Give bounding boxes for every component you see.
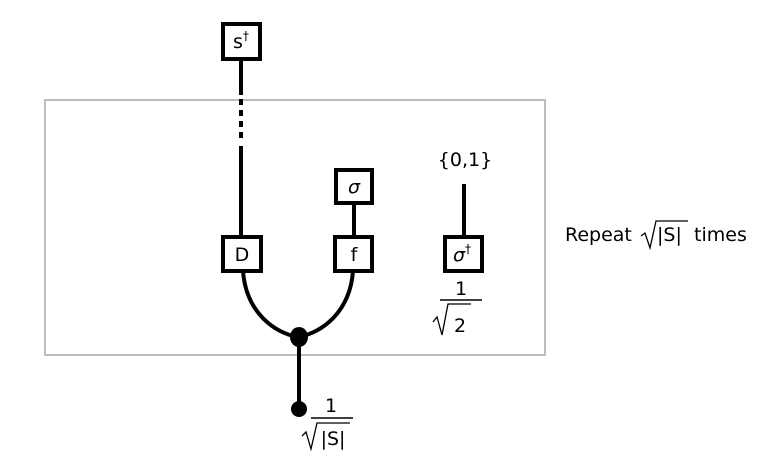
wire-cup-right (297, 270, 355, 339)
bottom-node (291, 401, 307, 417)
repeat-radicand: |S| (657, 224, 682, 246)
box-sigma-dagger: σ† (443, 235, 484, 273)
radical-sign-inner (432, 303, 471, 336)
fraction-one-over-root-two: 1 2 (432, 278, 482, 337)
radical-sign-outer (301, 422, 350, 452)
repeat-label: Repeat |S| times (565, 220, 747, 251)
fraction-outer-numerator: 1 (325, 395, 337, 417)
box-s-dagger-base: s (233, 31, 243, 53)
svg-text:s†: s† (233, 29, 249, 53)
fraction-inner-radicand: 2 (454, 315, 466, 337)
fraction-one-over-root-s: 1 |S| (301, 395, 353, 452)
box-sigma-dagger-base: σ (453, 244, 466, 266)
wire-cup-left (241, 270, 299, 339)
box-sigma-label: σ (348, 176, 361, 198)
box-sigma-dagger-sup: † (465, 242, 471, 256)
box-f: f (333, 235, 374, 273)
fraction-inner-numerator: 1 (455, 278, 467, 300)
spider-node (290, 327, 308, 347)
box-d: D (221, 235, 263, 273)
repeat-prefix: Repeat (565, 224, 638, 246)
radical-sign-repeat (640, 220, 688, 251)
fraction-outer-radicand: |S| (321, 428, 346, 450)
box-sigma: σ (334, 168, 374, 205)
svg-text:σ†: σ† (453, 242, 471, 266)
box-f-label: f (351, 244, 359, 266)
box-s-dagger: s† (221, 22, 262, 61)
repeat-frame (44, 99, 546, 356)
set-label: {0,1} (438, 149, 492, 171)
repeat-suffix: times (688, 224, 747, 246)
box-d-label: D (235, 244, 250, 266)
box-s-dagger-sup: † (243, 29, 249, 43)
